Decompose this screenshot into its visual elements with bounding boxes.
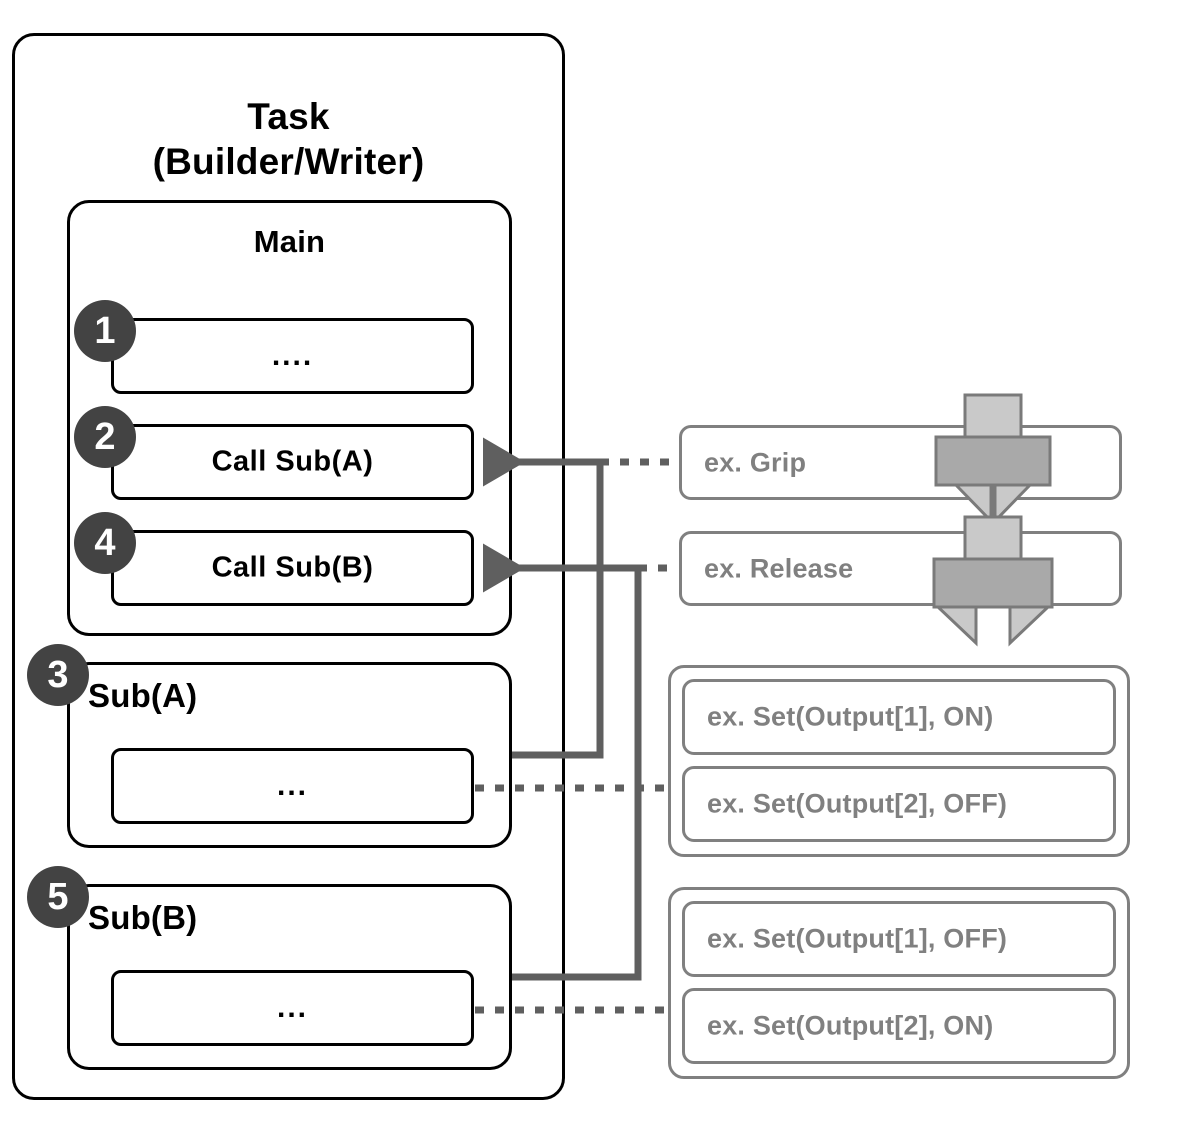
main-step-1[interactable]: ....: [111, 318, 474, 394]
main-step-1-label: ....: [271, 339, 314, 372]
example-sub-b-output-2[interactable]: ex. Set(Output[2], ON): [682, 988, 1116, 1064]
example-sub-b-output-1-label: ex. Set(Output[1], OFF): [707, 923, 1008, 954]
example-sub-a-output-2[interactable]: ex. Set(Output[2], OFF): [682, 766, 1116, 842]
example-grip-box[interactable]: ex. Grip: [679, 425, 1122, 500]
task-title-line2: (Builder/Writer): [152, 141, 425, 182]
sub-a-body-box[interactable]: ...: [111, 748, 474, 824]
sub-b-body-box[interactable]: ...: [111, 970, 474, 1046]
step-badge-2: 2: [74, 406, 136, 468]
example-sub-b-output-2-label: ex. Set(Output[2], ON): [707, 1010, 994, 1041]
sub-b-title: Sub(B): [88, 899, 198, 936]
step-badge-1: 1: [74, 300, 136, 362]
gripper-closed-icon: [934, 393, 1052, 525]
main-step-4-label: Call Sub(B): [211, 551, 374, 584]
example-sub-a-output-1-label: ex. Set(Output[1], ON): [707, 701, 994, 732]
sub-a-title: Sub(A): [88, 677, 198, 714]
main-title: Main: [253, 224, 326, 259]
main-step-2-call-sub-a[interactable]: Call Sub(A): [111, 424, 474, 500]
step-badge-4: 4: [74, 512, 136, 574]
example-sub-a-output-2-label: ex. Set(Output[2], OFF): [707, 788, 1008, 819]
sub-b-body-label: ...: [276, 991, 308, 1024]
step-badge-3: 3: [27, 644, 89, 706]
main-step-2-label: Call Sub(A): [211, 445, 374, 478]
task-title-line1: Task: [247, 96, 330, 137]
example-release-label: ex. Release: [704, 553, 854, 583]
example-group-sub-b-outputs: [668, 887, 1130, 1079]
step-badge-5: 5: [27, 866, 89, 928]
example-release-box[interactable]: ex. Release: [679, 531, 1122, 606]
gripper-open-icon: [932, 515, 1054, 647]
example-group-sub-a-outputs: [668, 665, 1130, 857]
example-grip-label: ex. Grip: [704, 447, 807, 477]
main-container: Main: [67, 200, 512, 636]
example-sub-a-output-1[interactable]: ex. Set(Output[1], ON): [682, 679, 1116, 755]
example-sub-b-output-1[interactable]: ex. Set(Output[1], OFF): [682, 901, 1116, 977]
sub-a-body-label: ...: [276, 769, 308, 802]
main-step-4-call-sub-b[interactable]: Call Sub(B): [111, 530, 474, 606]
